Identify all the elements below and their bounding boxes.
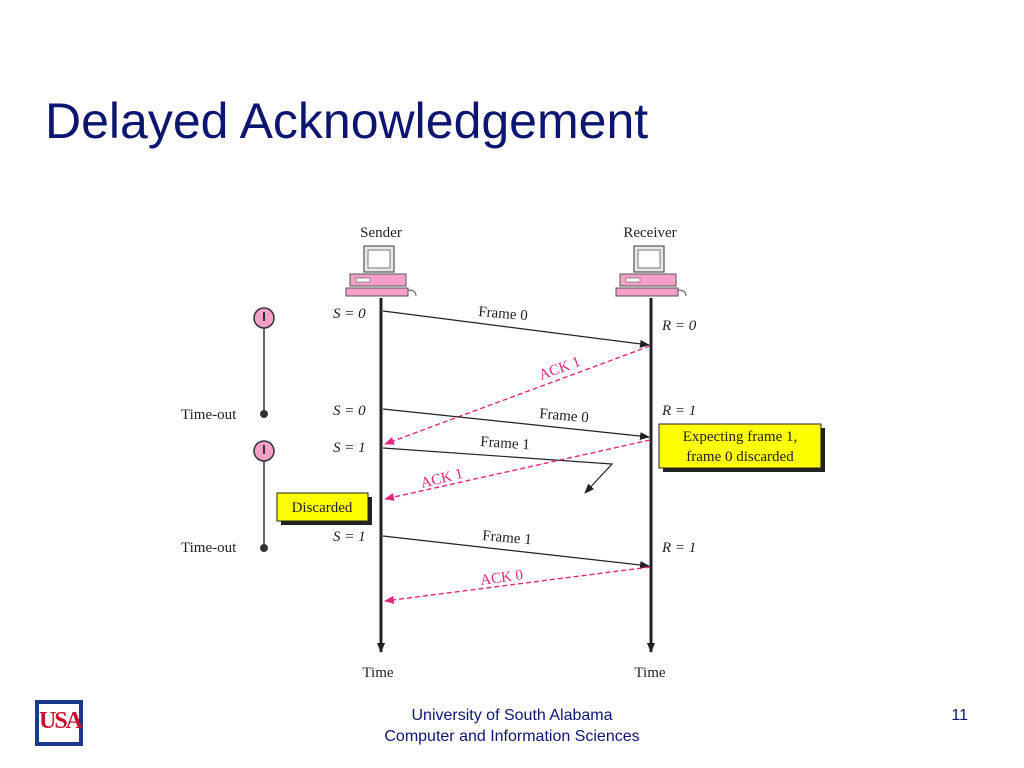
timer-icon-2 — [253, 440, 275, 552]
sender-computer-icon — [345, 245, 417, 297]
sender-state-2: S = 0 — [333, 403, 366, 419]
receiver-state-1: R = 0 — [661, 318, 697, 334]
receiver-note-line2: frame 0 discarded — [686, 449, 794, 465]
discarded-label: Discarded — [292, 500, 353, 516]
frame-1-arrow-2 — [382, 535, 650, 569]
receiver-label: Receiver — [623, 225, 676, 241]
ack-1-arrow-1 — [384, 345, 651, 445]
footer-department: Computer and Information Sciences — [384, 728, 640, 745]
university-logo: USA — [35, 700, 83, 746]
frame-0-arrow-1 — [382, 310, 650, 348]
ack-1-arrow-2 — [384, 439, 651, 501]
footer-university: University of South Alabama — [411, 707, 613, 724]
discarded-box: Discarded — [276, 492, 372, 525]
receiver-state-2: R = 1 — [661, 403, 696, 419]
sender-state-3: S = 1 — [333, 440, 366, 456]
page-number: 11 — [951, 707, 968, 724]
timer-icon-1 — [253, 307, 275, 418]
frame-1-lost-arrow — [382, 447, 614, 494]
receiver-computer-icon — [615, 245, 687, 297]
frame-label-4: Frame 1 — [482, 528, 533, 548]
sender-time-label: Time — [362, 665, 393, 681]
sender-state-1: S = 0 — [333, 306, 366, 322]
frame-label-1: Frame 0 — [478, 304, 529, 324]
timeout-label-1: Time-out — [181, 407, 237, 423]
ack-label-3: ACK 0 — [479, 567, 524, 589]
sender-label: Sender — [360, 225, 402, 241]
slide-title: Delayed Acknowledgement — [45, 93, 649, 149]
frame-label-3: Frame 1 — [480, 434, 531, 453]
frame-label-2: Frame 0 — [539, 406, 590, 426]
receiver-time-label: Time — [634, 665, 665, 681]
ack-0-arrow — [384, 566, 651, 604]
receiver-note-line1: Expecting frame 1, — [683, 429, 798, 445]
receiver-note-box: Expecting frame 1, frame 0 discarded — [658, 423, 825, 472]
timeout-label-2: Time-out — [181, 540, 237, 556]
ack-label-2: ACK 1 — [419, 466, 465, 492]
logo-text: USA — [39, 708, 83, 734]
receiver-state-3: R = 1 — [661, 540, 696, 556]
sender-state-4: S = 1 — [333, 529, 366, 545]
frame-0-arrow-2 — [382, 408, 650, 441]
